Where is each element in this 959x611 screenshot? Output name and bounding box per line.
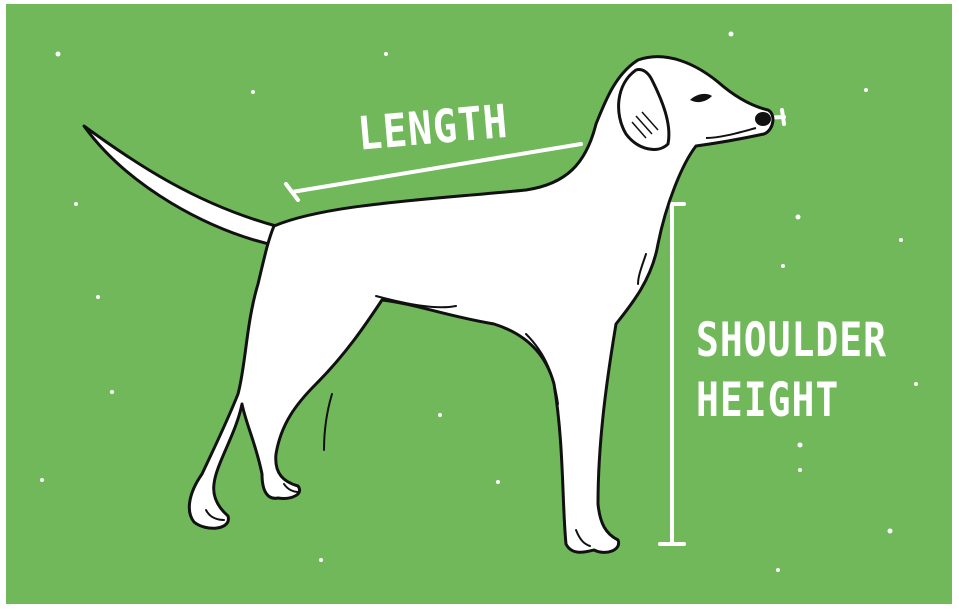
dog-diagram bbox=[6, 4, 952, 604]
shoulder-height-measure-line bbox=[660, 204, 684, 544]
shoulder-height-label-line1: SHOULDER bbox=[696, 316, 887, 376]
dog-nose-icon bbox=[755, 112, 771, 126]
illustration-panel: LENGTH SHOULDER HEIGHT bbox=[6, 4, 952, 604]
shoulder-height-label: SHOULDER HEIGHT bbox=[696, 316, 887, 436]
length-label: LENGTH bbox=[356, 99, 510, 158]
shoulder-height-label-line2: HEIGHT bbox=[696, 376, 887, 436]
dog-tail bbox=[84, 126, 286, 248]
